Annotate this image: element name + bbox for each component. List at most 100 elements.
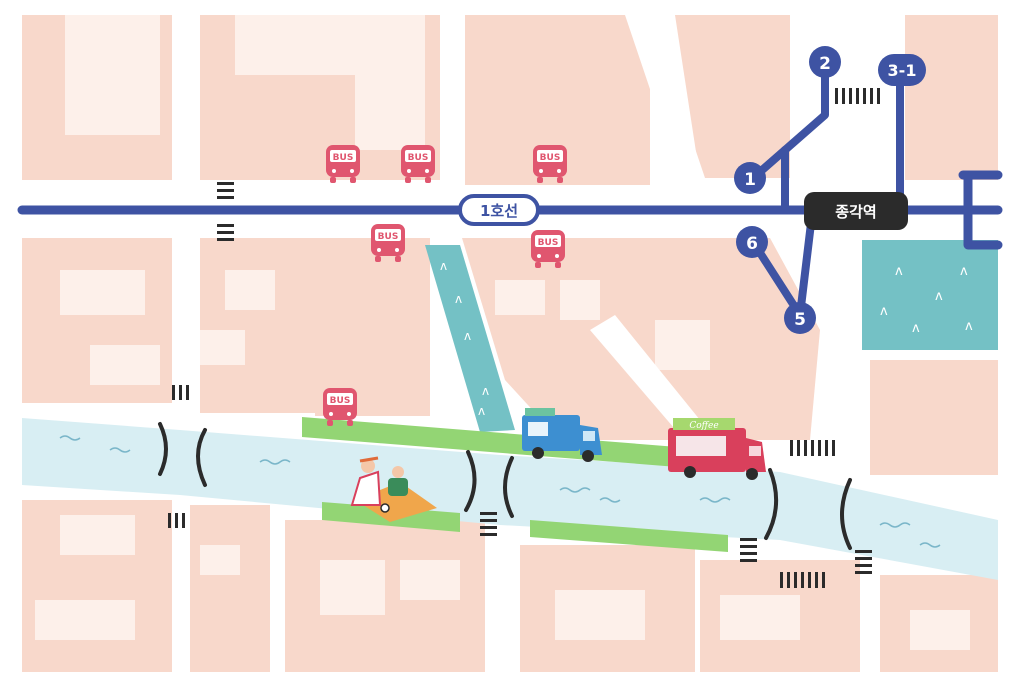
grass-tuft: ᴧ (895, 264, 903, 279)
grass-tuft: ᴧ (912, 321, 920, 336)
truck-window (749, 446, 761, 456)
truck-wheel (746, 468, 758, 480)
block (675, 15, 790, 178)
building (655, 320, 710, 370)
bus-stop-icon[interactable]: BUS (323, 388, 357, 426)
exit-label: 3-1 (888, 61, 917, 80)
bus-stops: BUS BUS BUS BUS BUS (323, 145, 567, 426)
exit-label: 6 (746, 234, 758, 254)
building (320, 560, 385, 615)
blue-food-truck-icon[interactable] (522, 408, 602, 462)
crosswalk (780, 572, 825, 588)
park-strip (425, 245, 515, 432)
ripple (919, 542, 941, 548)
water-ripples (59, 435, 941, 548)
bridges (158, 422, 852, 550)
truck-counter (676, 436, 726, 456)
exit-1-marker[interactable]: 1 (734, 162, 766, 194)
building (560, 280, 600, 320)
person-head (392, 466, 404, 478)
grass-tuft: ᴧ (960, 264, 968, 279)
truck-counter (528, 422, 548, 436)
block (200, 238, 315, 413)
park-plaza (862, 240, 998, 350)
diagonal-road (625, 15, 705, 178)
crosswalk (480, 512, 497, 536)
building (495, 280, 545, 315)
person-head (361, 459, 375, 473)
station-badge[interactable]: 종각역 (804, 192, 908, 230)
truck-wheel (582, 450, 594, 462)
ripple (559, 487, 591, 493)
building (90, 345, 160, 385)
truck-wheel (532, 447, 544, 459)
buildings (35, 15, 970, 650)
building (225, 270, 275, 310)
ripple (59, 435, 81, 441)
bus-stop-icon[interactable]: BUS (326, 145, 360, 183)
grass-tuft: ᴧ (965, 319, 973, 334)
exit-2-marker[interactable]: 2 (809, 46, 841, 78)
building (200, 330, 245, 365)
ripple (109, 447, 131, 453)
bus-stop-icon[interactable]: BUS (401, 145, 435, 183)
grass-tuft: ᴧ (935, 289, 943, 304)
exit-circle (809, 46, 841, 78)
grass-strip (530, 520, 728, 552)
stream (22, 418, 998, 580)
building (60, 270, 145, 315)
bus-stop-icon[interactable]: BUS (531, 230, 565, 268)
truck-sign: Coffee (689, 421, 718, 431)
exit-3-1-marker[interactable]: 3-1 (878, 54, 926, 86)
building (720, 595, 800, 640)
truck-sign-board (673, 418, 735, 430)
bus-label: BUS (378, 232, 399, 242)
exit-path-2 (749, 61, 829, 182)
bridge (764, 468, 852, 550)
grass-tufts: ᴧ ᴧ ᴧ ᴧ ᴧ ᴧ ᴧ ᴧ ᴧ ᴧ ᴧ (440, 259, 973, 418)
ripple (599, 497, 621, 503)
exit-6-marker[interactable]: 6 (736, 226, 768, 258)
grass-tuft: ᴧ (478, 404, 485, 418)
exit-circle (878, 54, 926, 86)
bus-label: BUS (333, 153, 354, 163)
bus-label: BUS (540, 153, 561, 163)
metro-line-pill (458, 194, 540, 226)
station-exits: 1 2 3-1 5 6 (734, 46, 926, 334)
crosswalks (168, 88, 880, 588)
exit-label: 5 (794, 310, 806, 330)
truck-window (583, 431, 595, 441)
crosswalk (740, 538, 757, 562)
coffee-truck-icon[interactable]: Coffee (668, 418, 766, 480)
crosswalk (168, 513, 185, 528)
building (65, 15, 160, 135)
bus-stop-icon[interactable]: BUS (533, 145, 567, 183)
block (315, 238, 430, 416)
grass-tuft: ᴧ (482, 384, 489, 398)
exit-label: 1 (744, 170, 756, 190)
building (555, 590, 645, 640)
person-body (388, 478, 408, 496)
block (905, 15, 998, 180)
picnic-couple-icon[interactable] (350, 456, 437, 522)
crosswalk (835, 88, 880, 104)
building (235, 15, 425, 75)
station-name: 종각역 (835, 203, 876, 221)
person-skirt (350, 470, 382, 506)
crosswalk (217, 182, 234, 241)
exit-circle (734, 162, 766, 194)
exit-circle (784, 302, 816, 334)
building (60, 515, 135, 555)
picnic-bowl (380, 503, 390, 513)
exit-5-marker[interactable]: 5 (784, 302, 816, 334)
bus-label: BUS (538, 238, 559, 248)
bus-label: BUS (408, 153, 429, 163)
grass-tuft: ᴧ (455, 292, 462, 306)
bridge (464, 450, 514, 518)
bus-stop-icon[interactable]: BUS (371, 224, 405, 262)
crosswalk (172, 385, 189, 400)
block (190, 505, 270, 672)
bus-label: BUS (330, 396, 351, 406)
